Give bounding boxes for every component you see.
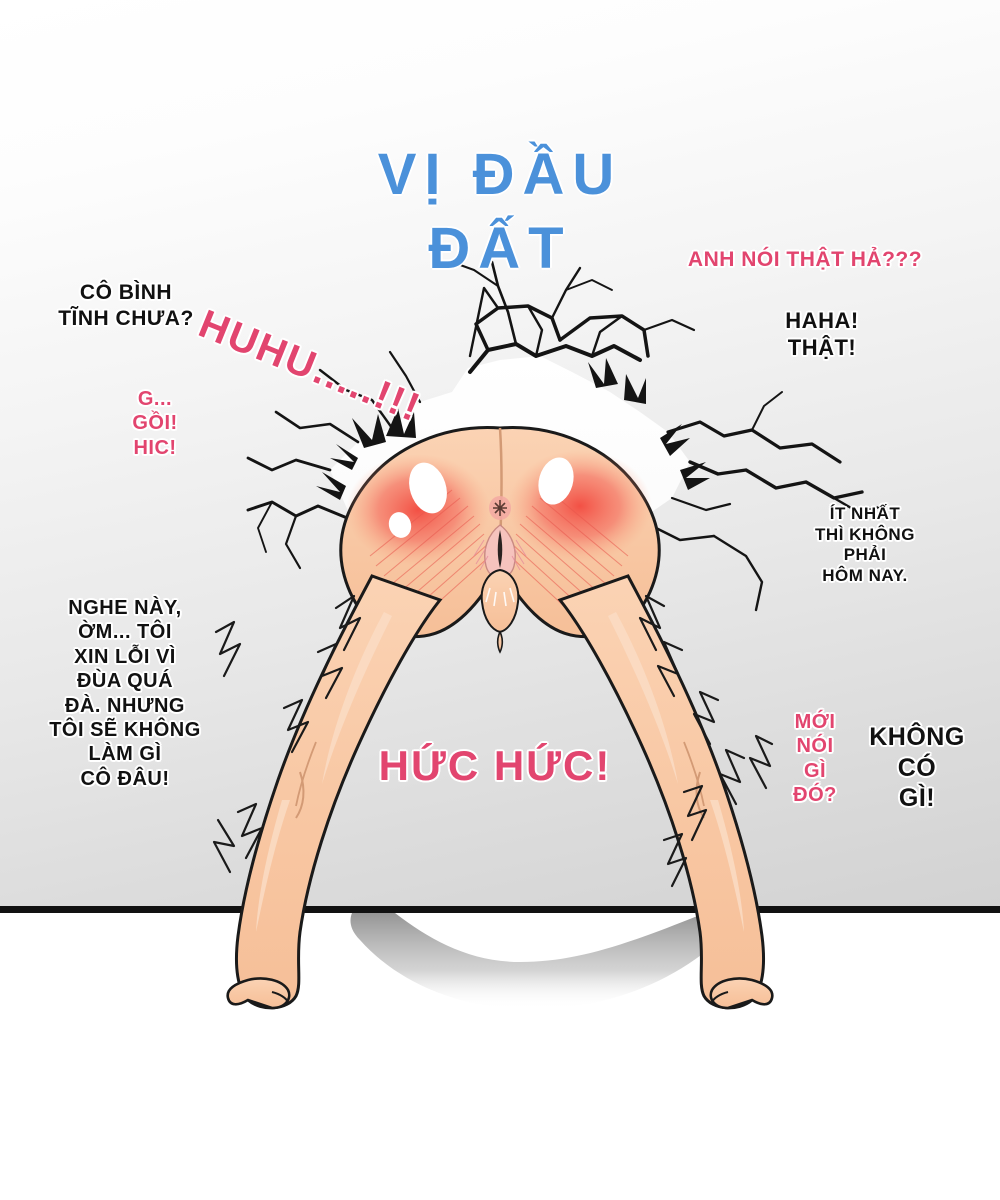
dialogue-moi-noi-gi-do: MỚI NÓI GÌ ĐÓ? (793, 711, 837, 807)
dialogue-it-nhat-thi-khong-phai-hom-nay: ÍT NHẤT THÌ KHÔNG PHẢI HÔM NAY. (815, 504, 915, 586)
dialogue-anh-noi-that: ANH NÓI THẬT HẢ??? (687, 248, 923, 271)
sfx-huc-huc: HỨC HỨC! (378, 742, 612, 789)
dialogue-haha-that: HAHA! THẬT! (785, 308, 859, 360)
panel-title: VỊ ĐẦU ĐẤT (377, 142, 623, 282)
dialogue-co-binh-tinh: CÔ BÌNH TĨNH CHƯA? (58, 281, 194, 330)
floor-wall-divider-line (0, 906, 1000, 913)
floor-background (0, 913, 1000, 1200)
dialogue-khong-co-gi: KHÔNG CÓ GÌ! (869, 723, 965, 812)
dialogue-nghe-nay-xin-loi: NGHE NÀY, ỜM... TÔI XIN LỖI VÌ ĐÙA QUÁ Đ… (49, 597, 201, 790)
dialogue-goi-hic: G... GỒI! HIC! (132, 388, 178, 459)
